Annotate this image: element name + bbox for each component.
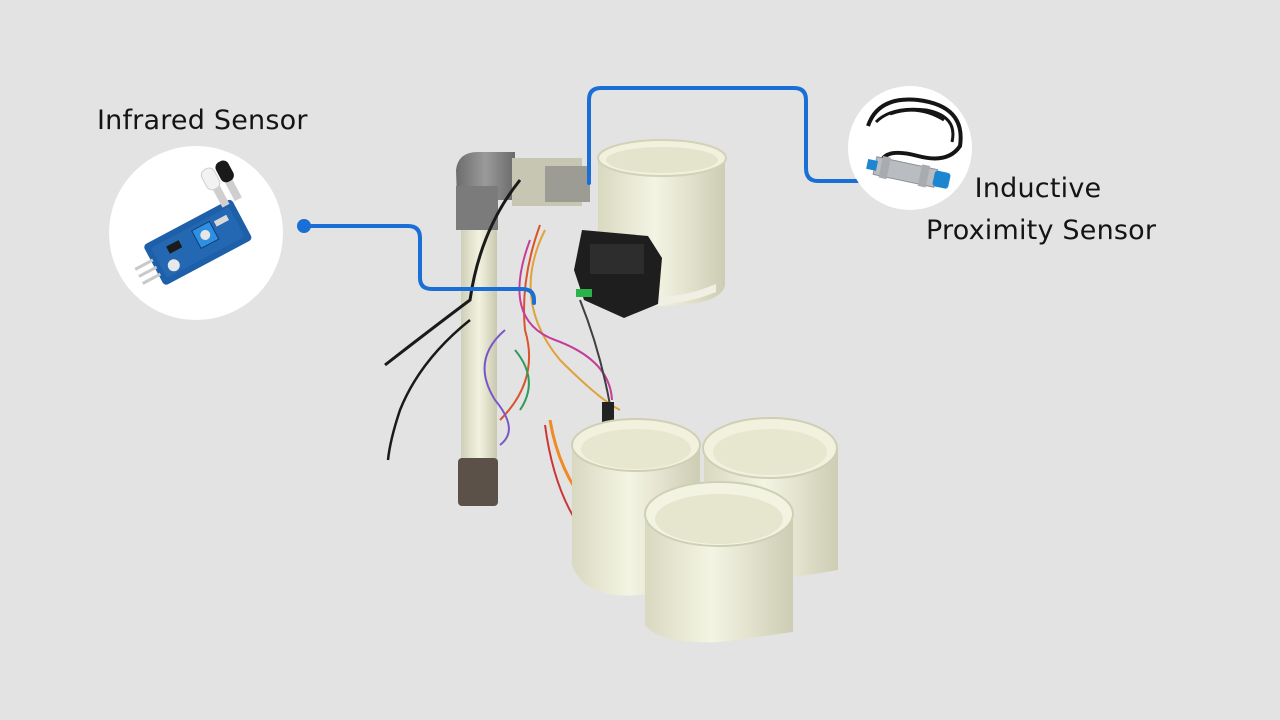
inductive-sensor-thumbnail [848,86,972,210]
vertical-pipe [456,152,590,506]
inductive-sensor-label: Inductive Proximity Sensor [926,168,1157,252]
infrared-sensor-label: Infrared Sensor [97,105,308,136]
inductive-sensor-label-line1: Inductive [974,173,1102,204]
inductive-proximity-sensor-icon [866,97,963,189]
servo-motor [574,230,662,318]
infrared-sensor-thumbnail [109,146,283,320]
inductive-sensor-label-line2: Proximity Sensor [926,215,1157,246]
inductive-connector-line [587,86,872,185]
infrared-sensor-module-icon [134,160,252,285]
sorting-bins [571,417,838,643]
infrared-connector-line [302,224,536,305]
bin-front [644,481,794,643]
infrared-connector-dot [297,219,311,233]
